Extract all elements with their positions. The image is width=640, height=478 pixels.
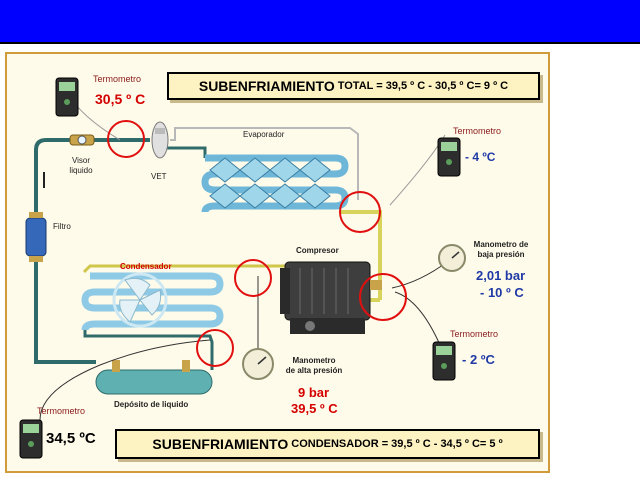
low-gauge-temperature: - 10 º C — [480, 285, 524, 300]
highlight-circle-suction — [359, 273, 407, 321]
high-gauge-title: Manometro de alta presión — [285, 356, 343, 375]
high-pressure-gauge-icon — [242, 348, 274, 380]
liquid-line-pipe-bottom — [34, 350, 96, 364]
thermo-top-left-title: Termometro — [93, 74, 142, 84]
receiver-label: Depósito de liquido — [114, 400, 189, 409]
highlight-circle-sight-glass — [107, 120, 145, 158]
thermo-cable-bottom-left — [39, 339, 211, 421]
subcooling-condenser-banner: SUBENFRIAMIENTO CONDENSADOR = 39,5 º C -… — [115, 429, 540, 459]
subcooling-condenser-lead: SUBENFRIAMIENTO — [152, 436, 289, 452]
evaporator-label: Evaporador — [243, 130, 285, 139]
highlight-circle-receiver-inlet — [196, 329, 234, 367]
subcooling-total-banner: SUBENFRIAMIENTO TOTAL = 39,5 º C - 30,5 … — [167, 72, 540, 100]
low-gauge-line — [391, 261, 448, 289]
high-gauge-temperature: 39,5 º C — [291, 401, 338, 416]
thermo-top-left-value: 30,5 º C — [95, 91, 146, 107]
liquid-receiver — [95, 360, 213, 395]
thermometer-bottom-left-icon — [19, 419, 43, 459]
thermometer-top-left-icon — [55, 77, 79, 117]
compressor-label: Compresor — [296, 246, 339, 255]
sensor-stem — [43, 172, 45, 188]
subcooling-total-text: TOTAL = 39,5 º C - 30,5 º C= 9 º C — [337, 80, 509, 92]
thermo-bottom-left-title: Termometro — [37, 406, 86, 416]
sight-glass — [69, 134, 95, 146]
liquid-line-pipe — [34, 138, 150, 360]
thermo-right-top-title: Termometro — [453, 126, 502, 136]
compressor — [280, 261, 382, 334]
title-bar — [0, 0, 640, 44]
thermometer-right-bottom-icon — [432, 341, 456, 381]
thermo-bottom-left-value: 34,5 ºC — [46, 430, 96, 447]
low-pressure-gauge-icon — [438, 244, 466, 272]
highlight-circle-evap-outlet — [339, 191, 381, 233]
expansion-valve — [151, 121, 169, 159]
high-gauge-pressure: 9 bar — [298, 385, 330, 400]
subcooling-condenser-text: CONDENSADOR = 39,5 º C - 34,5 º C= 5 º — [291, 438, 503, 450]
low-gauge-title: Manometro de baja presión — [473, 240, 529, 259]
thermometer-right-top-icon — [437, 137, 461, 177]
low-gauge-pressure: 2,01 bar — [476, 268, 526, 283]
sight-glass-label: Visor liquido — [69, 156, 93, 175]
thermo-cable-right-bottom — [394, 291, 441, 346]
vet-to-evap-pipe — [170, 127, 359, 200]
filter-label: Filtro — [53, 222, 71, 231]
condenser-label: Condensador — [120, 262, 172, 271]
condenser-coil — [81, 272, 224, 331]
condenser-outlet-pipe — [83, 330, 214, 370]
evaporator-coil — [201, 154, 349, 213]
subcooling-total-lead: SUBENFRIAMIENTO — [198, 78, 335, 94]
filter-drier — [25, 212, 47, 262]
thermo-right-top-value: - 4 ºC — [465, 150, 496, 164]
suction-line-pipe — [340, 210, 382, 300]
thermo-right-bottom-value: - 2 ºC — [462, 352, 495, 367]
thermo-cable-right-top — [389, 134, 446, 206]
expansion-valve-label: VET — [151, 172, 167, 181]
highlight-circle-condenser-outlet — [234, 259, 272, 297]
thermo-right-bottom-title: Termometro — [450, 329, 499, 339]
